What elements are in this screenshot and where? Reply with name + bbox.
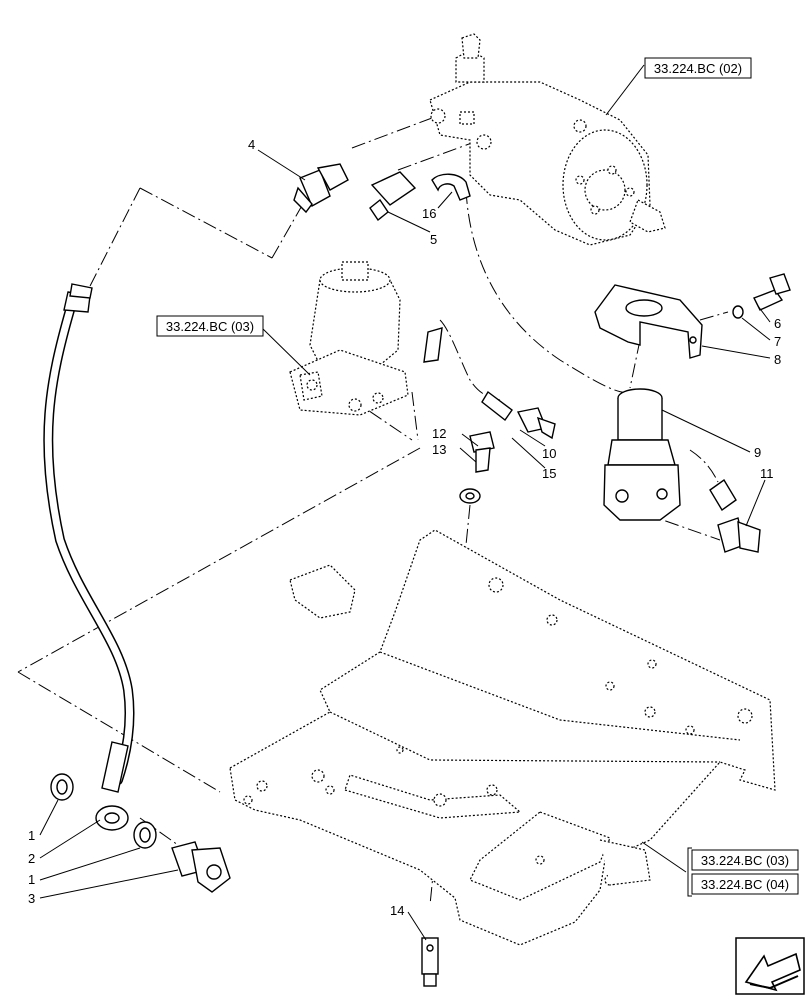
elbow-fitting-4 bbox=[293, 163, 349, 214]
washer-7 bbox=[732, 305, 744, 319]
sleeve-11 bbox=[709, 478, 737, 512]
sleeve-valve bbox=[423, 327, 443, 363]
washer-13 bbox=[459, 488, 481, 504]
fitting-10 bbox=[481, 390, 556, 440]
spacer-14 bbox=[421, 937, 439, 987]
callout-13: 13 bbox=[432, 442, 446, 457]
callout-1b: 1 bbox=[28, 872, 35, 887]
reference-valve[interactable]: 33.224.BC (03) bbox=[156, 315, 264, 337]
leader-lines bbox=[39, 64, 771, 941]
callout-8: 8 bbox=[774, 352, 781, 367]
callout-11: 11 bbox=[760, 466, 774, 481]
bolt-6 bbox=[753, 273, 791, 311]
elbow-fitting-11 bbox=[717, 517, 761, 553]
callout-5: 5 bbox=[430, 232, 437, 247]
bracket-frame bbox=[229, 529, 776, 946]
regulator-9 bbox=[603, 388, 681, 521]
reference-pump[interactable]: 33.224.BC (02) bbox=[644, 57, 752, 79]
callouts: 1 2 1 3 4 5 16 6 7 8 9 10 15 11 12 13 14 bbox=[28, 137, 781, 918]
sealing-washers bbox=[50, 773, 157, 849]
callout-7: 7 bbox=[774, 334, 781, 349]
callout-12: 12 bbox=[432, 426, 446, 441]
banjo-bolt bbox=[171, 841, 231, 893]
reference-valve-label: 33.224.BC (03) bbox=[166, 319, 254, 334]
callout-14: 14 bbox=[390, 903, 404, 918]
arrow-navigation-icon[interactable] bbox=[735, 937, 805, 995]
solenoid-valve bbox=[289, 261, 409, 416]
callout-6: 6 bbox=[774, 316, 781, 331]
callout-1a: 1 bbox=[28, 828, 35, 843]
sleeve-16 bbox=[431, 173, 471, 201]
reference-pump-label: 33.224.BC (02) bbox=[654, 61, 742, 76]
callout-4: 4 bbox=[248, 137, 255, 152]
hydraulic-pump bbox=[429, 33, 666, 246]
callout-16: 16 bbox=[422, 206, 436, 221]
callout-2: 2 bbox=[28, 851, 35, 866]
hydraulic-hose bbox=[43, 283, 135, 831]
callout-9: 9 bbox=[754, 445, 761, 460]
fitting-5 bbox=[369, 171, 417, 222]
bolt-12 bbox=[469, 431, 495, 473]
mounting-bracket bbox=[594, 284, 703, 359]
reference-frame[interactable]: 33.224.BC (03) 33.224.BC (04) bbox=[687, 847, 799, 897]
reference-frame-a-label: 33.224.BC (03) bbox=[701, 853, 789, 868]
callout-15: 15 bbox=[542, 466, 556, 481]
reference-frame-b-label: 33.224.BC (04) bbox=[701, 877, 789, 892]
callout-3: 3 bbox=[28, 891, 35, 906]
callout-10: 10 bbox=[542, 446, 556, 461]
